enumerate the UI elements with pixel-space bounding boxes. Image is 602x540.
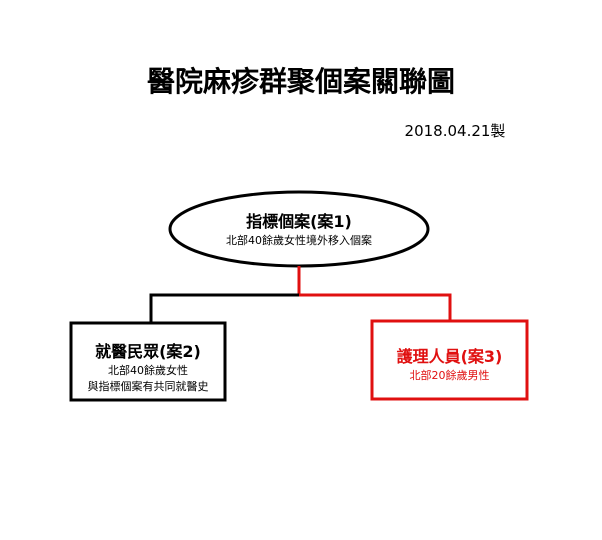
node-case2-label: 就醫民眾(案2) xyxy=(95,342,201,361)
node-case3-shape xyxy=(370,319,529,401)
connector-case1-case2 xyxy=(149,293,299,323)
connector-case1-case3 xyxy=(299,293,452,321)
node-case3-desc: 北部20餘歲男性 xyxy=(409,369,490,382)
date-label: 2018.04.21製 xyxy=(404,122,506,140)
node-case3-label: 護理人員(案3) xyxy=(396,347,503,366)
node-case2-shape xyxy=(69,321,227,402)
node-case1: 指標個案(案1) 北部40餘歲女性境外移入個案 xyxy=(170,208,428,248)
node-case2-desc: 北部40餘歲女性 xyxy=(108,364,188,377)
node-case1-label: 指標個案(案1) xyxy=(246,212,352,231)
node-case2: 就醫民眾(案2) 北部40餘歲女性 與指標個案有共同就醫史 xyxy=(71,338,225,394)
page-title: 醫院麻疹群聚個案關聯圖 xyxy=(146,65,455,98)
node-case3: 護理人員(案3) 北部20餘歲男性 xyxy=(372,343,527,383)
node-case2-desc: 與指標個案有共同就醫史 xyxy=(87,380,209,393)
node-case1-desc: 北部40餘歲女性境外移入個案 xyxy=(226,234,372,247)
